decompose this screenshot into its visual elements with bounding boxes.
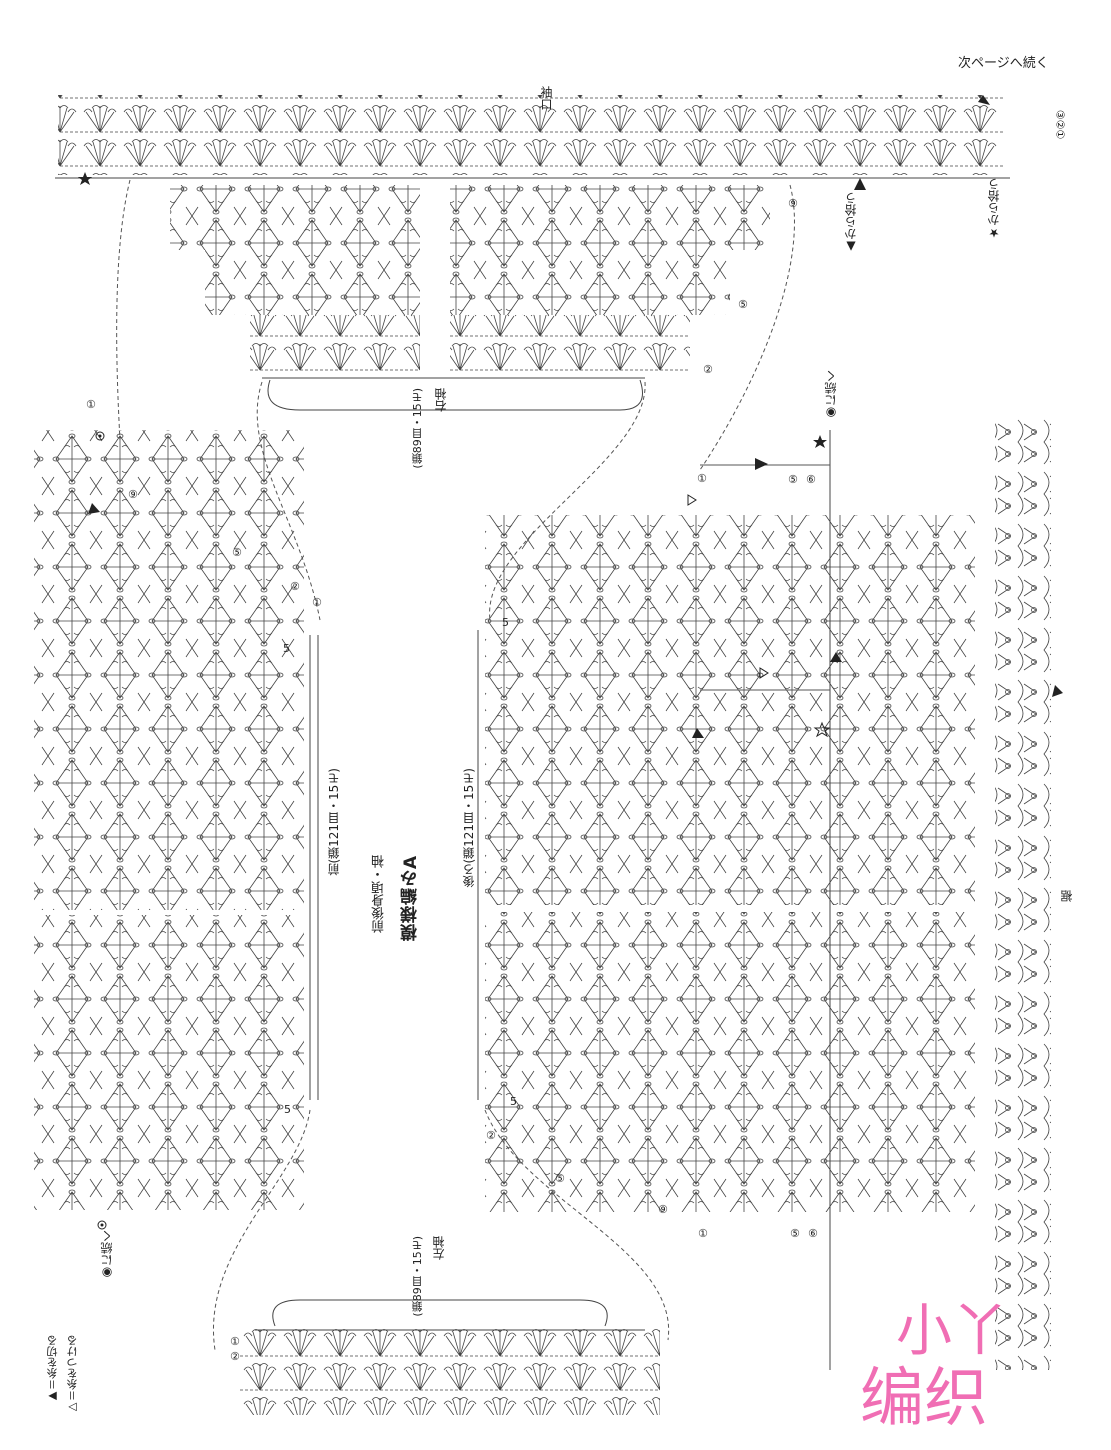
row-marker-5e: ⑤ bbox=[790, 1227, 800, 1240]
star-marker bbox=[813, 435, 827, 448]
row-marker-1b: ① bbox=[312, 596, 322, 609]
markers bbox=[78, 95, 1063, 1230]
row-count-5c: 5 bbox=[284, 1103, 291, 1116]
row-marker-1c: ① bbox=[697, 472, 707, 485]
row-marker-5: ⑤ bbox=[738, 298, 748, 311]
triangle-marker bbox=[978, 95, 990, 105]
row-marker-2b: ② bbox=[290, 580, 300, 593]
triangle-marker bbox=[692, 728, 704, 738]
connector-lines bbox=[116, 179, 830, 1351]
continue-note: 次ページへ続く bbox=[958, 56, 1049, 71]
pick-from-star-label: ★から拾う bbox=[987, 178, 1001, 240]
continue-circle-bottom: ◉に続く bbox=[100, 1230, 114, 1280]
triangle-marker bbox=[88, 503, 100, 514]
row-marker-9c: ⑨ bbox=[658, 1203, 668, 1216]
right-sleeve-count: (鎖89目・15モ) bbox=[411, 388, 424, 469]
front-label: 前(鎖121目・15モ) bbox=[327, 768, 341, 876]
row-marker-2d: ② bbox=[230, 1350, 240, 1363]
right-sleeve-label: 右袖 bbox=[434, 388, 448, 412]
right-sleeve-chart bbox=[55, 95, 1010, 411]
star-open-marker bbox=[813, 721, 831, 738]
watermark-logo: 小丫 编织 bbox=[852, 1300, 1102, 1440]
watermark-line1: 小丫 bbox=[896, 1299, 1008, 1364]
watermark-line2: 编织 bbox=[860, 1362, 988, 1436]
row-count-5: 5 bbox=[283, 642, 290, 655]
row-count-5d: 5 bbox=[510, 1095, 517, 1108]
hem-label: 裾 bbox=[1060, 890, 1074, 902]
triangle-open-marker bbox=[759, 667, 769, 679]
row-marker-6: ⑥ bbox=[806, 473, 816, 486]
legend-cut: ▶＝糸を切る bbox=[46, 1335, 59, 1403]
row-marker-5d: ⑤ bbox=[555, 1172, 565, 1185]
left-sleeve-count: (鎖89目・15モ) bbox=[411, 1236, 424, 1317]
target-marker bbox=[95, 431, 105, 441]
row-marker-5b: ⑤ bbox=[232, 546, 242, 559]
cuff-label: 袖口 bbox=[539, 86, 553, 110]
target-marker bbox=[97, 1220, 107, 1230]
row-marker-1e: ① bbox=[230, 1335, 240, 1348]
back-label: 後ろ(鎖121目・15モ) bbox=[462, 768, 476, 888]
row-count-5b: 5 bbox=[502, 616, 509, 629]
pick-from-triangle-label: ▲から拾う bbox=[844, 192, 858, 254]
row-marker-3-2-1: ③②① bbox=[1053, 109, 1067, 140]
left-sleeve-label: 左袖 bbox=[432, 1236, 446, 1260]
continue-circle-top: ◉に続く bbox=[824, 370, 838, 420]
row-marker-2c: ② bbox=[486, 1129, 496, 1142]
pattern-title: 模様編みA bbox=[401, 855, 421, 942]
triangle-marker bbox=[830, 652, 842, 662]
row-marker-1: ① bbox=[86, 398, 96, 411]
row-marker-1d: ① bbox=[698, 1227, 708, 1240]
triangle-marker bbox=[755, 458, 768, 470]
row-marker-9: ⑨ bbox=[788, 197, 798, 210]
row-marker-2: ② bbox=[703, 363, 713, 376]
row-marker-5c: ⑤ bbox=[788, 473, 798, 486]
triangle-open-marker bbox=[687, 494, 697, 506]
star-marker bbox=[78, 172, 92, 185]
triangle-marker bbox=[1052, 685, 1063, 697]
pattern-subtitle: 前後身頃・袖 bbox=[372, 855, 387, 933]
triangle-marker bbox=[854, 178, 866, 190]
left-sleeve-chart bbox=[240, 1299, 660, 1415]
legend-attach: ▷＝糸をつける bbox=[66, 1335, 79, 1414]
row-marker-9b: ⑨ bbox=[128, 488, 138, 501]
row-marker-6b: ⑥ bbox=[808, 1227, 818, 1240]
front-body-chart bbox=[34, 430, 319, 1210]
back-body-chart bbox=[477, 415, 1051, 1370]
